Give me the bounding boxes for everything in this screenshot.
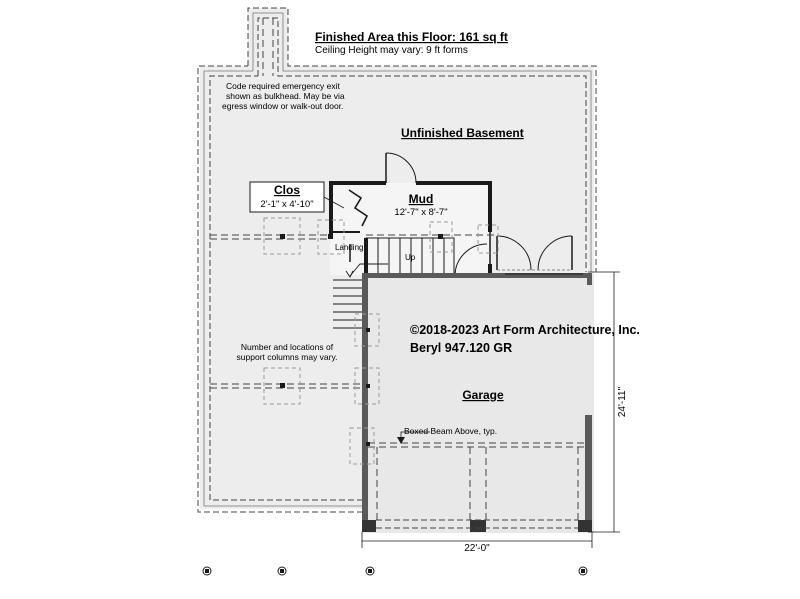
egress-bulkhead-floor	[248, 8, 288, 68]
egress-note-1: Code required emergency exit	[226, 81, 341, 91]
garage-wall-right-lower	[585, 415, 592, 532]
grid-marker-4	[578, 566, 588, 576]
garage-wall-left	[362, 276, 368, 529]
mud-dims: 12'-7" x 8'-7"	[394, 207, 447, 218]
landing-label: Landing	[335, 243, 363, 252]
unfinished-basement-label: Unfinished Basement	[401, 126, 524, 140]
foundation-inner-line	[209, 17, 587, 501]
closet-dims: 2'-1" x 4'-10"	[260, 199, 313, 210]
footing-5	[263, 367, 301, 405]
foundation-outer-line	[197, 7, 597, 513]
footing-2	[317, 219, 345, 255]
finished-area-text: Finished Area this Floor: 161 sq ft	[315, 30, 508, 44]
post-1	[280, 234, 285, 239]
stairs	[333, 237, 455, 329]
garage-width-dim: 22'-0"	[464, 543, 490, 554]
mud-name: Mud	[409, 192, 434, 206]
footing-7	[354, 367, 380, 405]
beam-callout-text: Boxed Beam Above, typ.	[404, 426, 497, 436]
garage-depth-dim: 24'-11"	[617, 386, 628, 417]
garage-door-jamb-mid	[470, 520, 486, 532]
beam-callout-arrow	[397, 437, 405, 444]
post-5	[366, 328, 370, 332]
closet-name: Clos	[274, 183, 300, 197]
stair-treads-upper	[377, 238, 445, 274]
stair-arrow-head	[345, 270, 354, 278]
foundation-walls	[197, 7, 597, 513]
footing-4	[477, 224, 499, 254]
footing-3	[429, 221, 453, 253]
garage-door-jamb-right	[578, 520, 592, 532]
column-posts	[280, 234, 443, 446]
columns-note-2: support columns may vary.	[237, 352, 338, 362]
garage-label: Garage	[462, 388, 504, 402]
grid-marker-2	[277, 566, 287, 576]
grid-marker-3	[365, 566, 375, 576]
post-3	[438, 234, 443, 239]
stair-treads-lower	[333, 279, 362, 329]
closet-label-leader	[323, 196, 345, 209]
mud-floor	[330, 183, 490, 275]
garage-wall-right-upper	[587, 273, 592, 285]
egress-note-2: shown as bulkhead. May be via	[226, 91, 345, 101]
floor-fills	[200, 8, 594, 533]
column-footings	[263, 217, 499, 465]
post-7	[366, 442, 370, 446]
mud-top-door-swing	[385, 152, 417, 184]
stair-up-label: Up	[405, 253, 416, 262]
grid-marker-1	[202, 566, 212, 576]
mud-wall-right-top	[416, 181, 492, 232]
mud-garage-door-swing	[454, 243, 488, 277]
garage-floor	[362, 275, 594, 533]
mud-garage-door	[454, 232, 491, 277]
foundation-wall-core	[203, 12, 592, 507]
post-4	[280, 383, 285, 388]
double-door-left-swing	[496, 235, 532, 271]
closet-bifold-door	[348, 189, 369, 227]
garage-door-jamb-left	[362, 520, 376, 532]
closet-bifold-leaves	[348, 189, 369, 227]
beams	[210, 18, 585, 520]
double-door-right-swing	[537, 235, 573, 271]
footing-8	[349, 427, 375, 465]
egress-note-3: egress window or walk-out door.	[222, 101, 343, 111]
footing-1	[263, 217, 301, 255]
ceiling-height-text: Ceiling Height may vary: 9 ft forms	[315, 45, 468, 56]
columns-note-1: Number and locations of	[241, 342, 334, 352]
grid-markers	[202, 566, 588, 576]
mud-top-door	[385, 152, 417, 184]
copyright-line-1: ©2018-2023 Art Form Architecture, Inc.	[410, 323, 640, 337]
post-6	[366, 384, 370, 388]
mud-wall-left-top	[329, 181, 386, 238]
copyright-line-2: Beryl 947.120 GR	[410, 341, 512, 355]
stair-direction-arrow	[349, 263, 388, 277]
post-2	[328, 234, 333, 239]
garage-wall-top	[362, 273, 588, 278]
garage-walls	[362, 273, 592, 532]
